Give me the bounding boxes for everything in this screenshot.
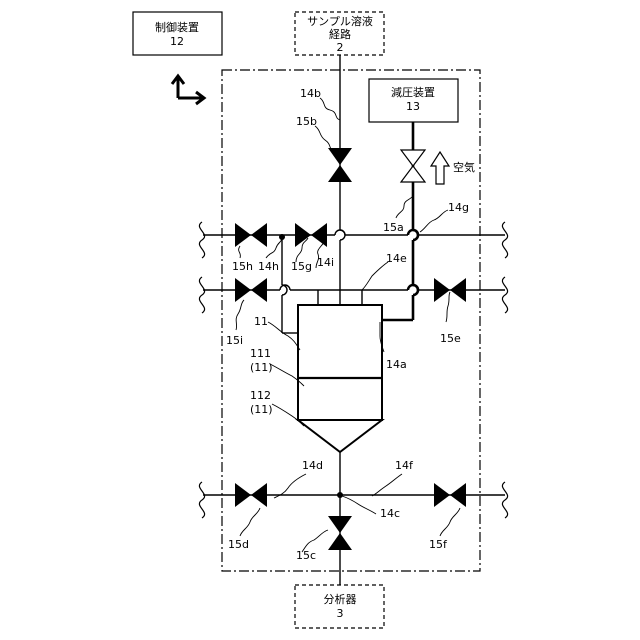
- label-14i: 14i: [317, 256, 334, 269]
- label-15g: 15g: [291, 260, 312, 273]
- label-15c: 15c: [296, 549, 316, 562]
- pressure-device-box: 減圧装置 13: [369, 79, 458, 122]
- label-111: 111: [250, 347, 271, 360]
- valve-15d: [235, 483, 267, 507]
- valve-15c: [328, 516, 352, 550]
- label-15h: 15h: [232, 260, 253, 273]
- label-11: 11: [254, 315, 268, 328]
- label-14d: 14d: [302, 459, 323, 472]
- label-15i: 15i: [226, 334, 243, 347]
- label-15f: 15f: [429, 538, 448, 551]
- valve-15g: [295, 223, 327, 247]
- label-15b: 15b: [296, 115, 317, 128]
- air-arrow-icon: [431, 152, 449, 184]
- direction-arrow-icon: [172, 76, 204, 104]
- valve-15f: [434, 483, 466, 507]
- label-14e: 14e: [386, 252, 407, 265]
- pressure-device-title: 減圧装置: [391, 85, 435, 99]
- label-15e: 15e: [440, 332, 461, 345]
- label-15d: 15d: [228, 538, 249, 551]
- sample-path-box: サンプル溶液 経路 2: [295, 12, 384, 55]
- valve-15e: [434, 278, 466, 302]
- label-14f: 14f: [395, 459, 414, 472]
- label-14b: 14b: [300, 87, 321, 100]
- analyzer-box: 分析器 3: [295, 585, 384, 628]
- control-device-title: 制御装置: [155, 20, 199, 34]
- analyzer-title: 分析器: [324, 592, 357, 606]
- pipe-crossings: [280, 230, 345, 290]
- junction-dot-14c: [337, 492, 343, 498]
- label-14h: 14h: [258, 260, 279, 273]
- label-112-sub: (11): [250, 403, 273, 416]
- label-14a: 14a: [386, 358, 407, 371]
- valve-15a: [401, 150, 425, 182]
- control-device-box: 制御装置 12: [133, 12, 222, 55]
- label-111-sub: (11): [250, 361, 273, 374]
- air-label: 空気: [453, 160, 475, 174]
- sample-path-subtitle: 経路: [329, 28, 351, 41]
- analyzer-number: 3: [337, 607, 344, 620]
- vessel-11: [298, 305, 382, 452]
- valve-15h: [235, 223, 267, 247]
- valve-15i: [235, 278, 267, 302]
- label-14g: 14g: [448, 201, 469, 214]
- control-device-number: 12: [170, 35, 184, 48]
- valve-15b: [328, 148, 352, 182]
- sample-path-number: 2: [337, 41, 344, 54]
- label-14c: 14c: [380, 507, 400, 520]
- label-15a: 15a: [383, 221, 404, 234]
- sample-path-title: サンプル溶液: [307, 14, 373, 28]
- pressure-device-number: 13: [406, 100, 420, 113]
- label-112: 112: [250, 389, 271, 402]
